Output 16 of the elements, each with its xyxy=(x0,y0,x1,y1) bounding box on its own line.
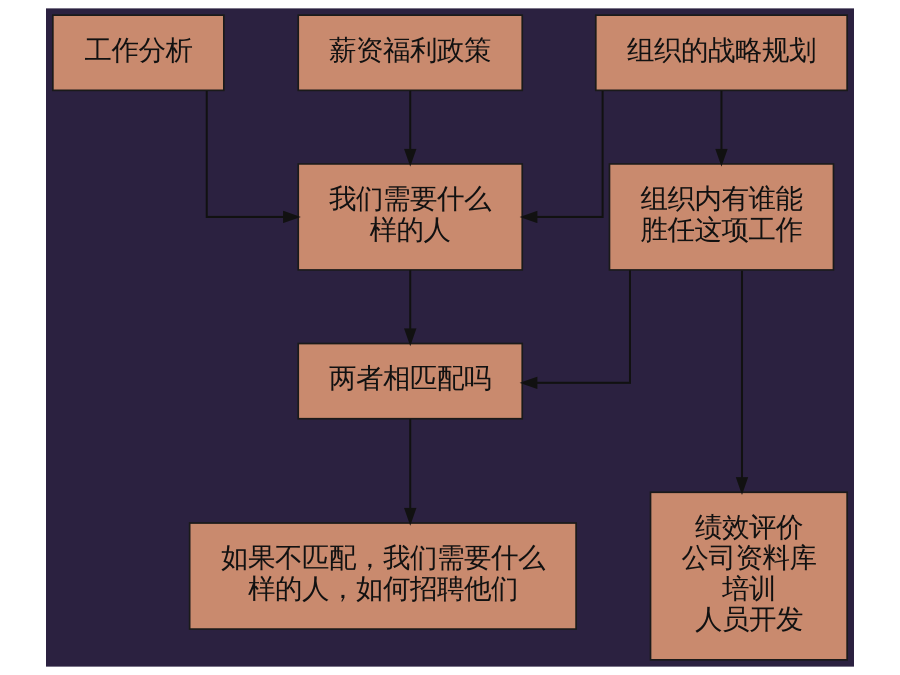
node-box: 组织的战略规划 xyxy=(594,14,848,92)
arrow xyxy=(206,90,301,224)
arrow xyxy=(736,270,748,495)
arrow xyxy=(520,90,604,224)
arrow xyxy=(520,270,631,390)
arrow xyxy=(404,270,416,346)
node-box: 两者相匹配吗 xyxy=(297,342,524,420)
arrow xyxy=(404,419,416,526)
arrow xyxy=(715,90,728,167)
node-box: 组织内有谁能胜任这项工作 xyxy=(608,163,834,271)
node-box: 工作分析 xyxy=(52,14,225,92)
node-box: 如果不匹配，我们需要什么样的人，如何招聘他们 xyxy=(188,522,577,630)
node-box: 薪资福利政策 xyxy=(297,14,524,92)
node-box: 绩效评价 公司资料库 培训 人员开发 xyxy=(650,491,848,661)
arrow xyxy=(404,90,416,167)
node-box: 我们需要什么样的人 xyxy=(297,163,524,271)
